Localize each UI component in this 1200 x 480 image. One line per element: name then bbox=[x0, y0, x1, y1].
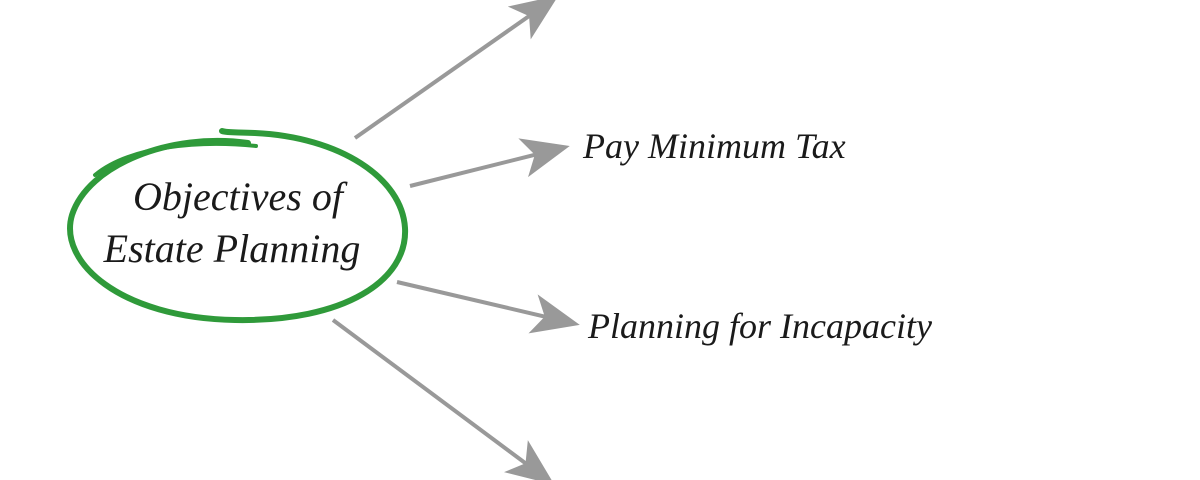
arrow-planning-for-incapacity bbox=[396, 280, 580, 334]
arrows bbox=[331, 0, 580, 480]
center-ellipse-stroke-overlap bbox=[93, 141, 258, 177]
branch-labels: Pay Minimum Tax Planning for Incapacity bbox=[582, 126, 932, 346]
branch-label-planning-for-incapacity: Planning for Incapacity bbox=[587, 306, 932, 346]
center-ellipse bbox=[67, 128, 409, 324]
center-title-line2: Estate Planning bbox=[103, 226, 361, 271]
arrow-top bbox=[353, 0, 559, 140]
arrow-pay-minimum-tax bbox=[409, 138, 570, 188]
arrow-bottom bbox=[331, 318, 555, 480]
branch-label-pay-minimum-tax: Pay Minimum Tax bbox=[582, 126, 846, 166]
center-title-line1: Objectives of bbox=[133, 174, 348, 219]
center-node: Objectives of Estate Planning bbox=[67, 128, 409, 324]
